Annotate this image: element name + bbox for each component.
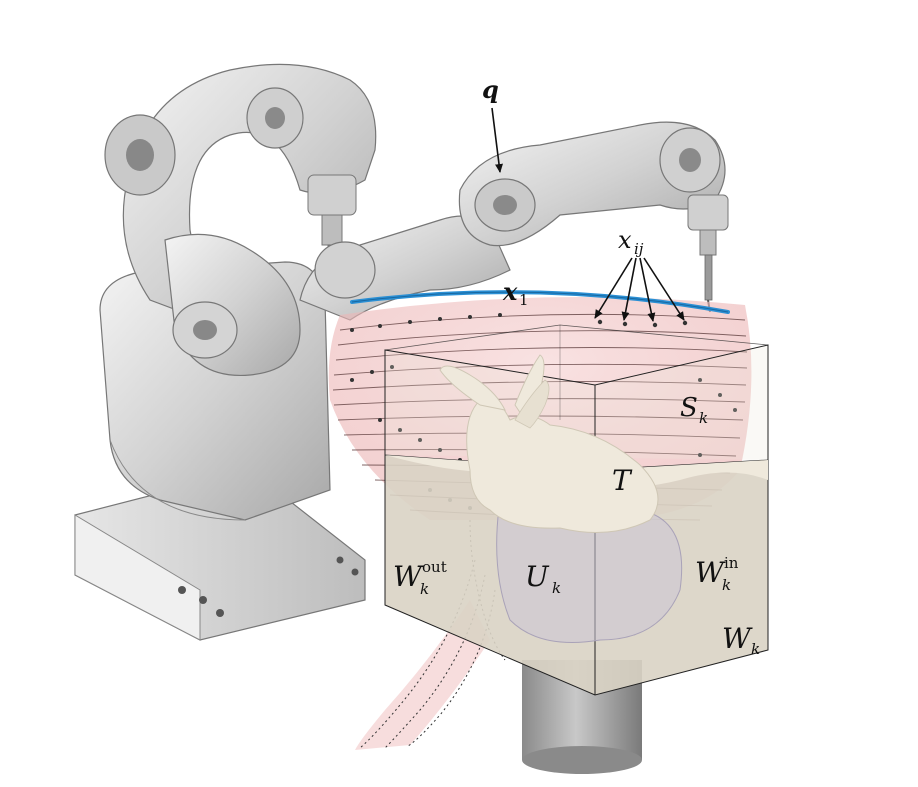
svg-text:x: x — [502, 277, 518, 306]
label-W-k: W k — [722, 622, 760, 658]
label-U-k: U k — [525, 560, 561, 597]
svg-text:W: W — [393, 560, 424, 593]
label-q: q — [482, 75, 499, 104]
left-robot-arm — [104, 63, 377, 377]
svg-text:U: U — [525, 560, 550, 593]
svg-text:k: k — [722, 576, 731, 594]
svg-text:x: x — [618, 226, 632, 254]
label-W-in-k: W in k — [695, 554, 739, 594]
label-xij: x ij — [618, 226, 644, 258]
svg-text:S: S — [680, 393, 698, 423]
right-robot-arm — [299, 121, 729, 321]
svg-text:in: in — [724, 554, 739, 572]
svg-text:1: 1 — [519, 291, 529, 309]
svg-text:k: k — [751, 640, 760, 658]
svg-text:W: W — [695, 556, 726, 589]
annotation-arrows — [491, 107, 685, 322]
svg-text:k: k — [699, 409, 708, 427]
svg-text:W: W — [722, 622, 753, 655]
svg-text:k: k — [420, 580, 429, 598]
label-S-k: S k — [680, 393, 708, 427]
svg-text:k: k — [552, 579, 561, 597]
label-W-out-k: W out k — [393, 558, 447, 598]
svg-text:T: T — [612, 464, 633, 497]
label-T: T — [612, 464, 633, 497]
bunny-target-T — [439, 354, 659, 533]
svg-text:ij: ij — [634, 240, 644, 258]
svg-text:q: q — [482, 75, 499, 104]
label-x1: x 1 — [502, 277, 529, 309]
joint-q-marker — [493, 195, 517, 215]
svg-text:out: out — [422, 558, 447, 576]
